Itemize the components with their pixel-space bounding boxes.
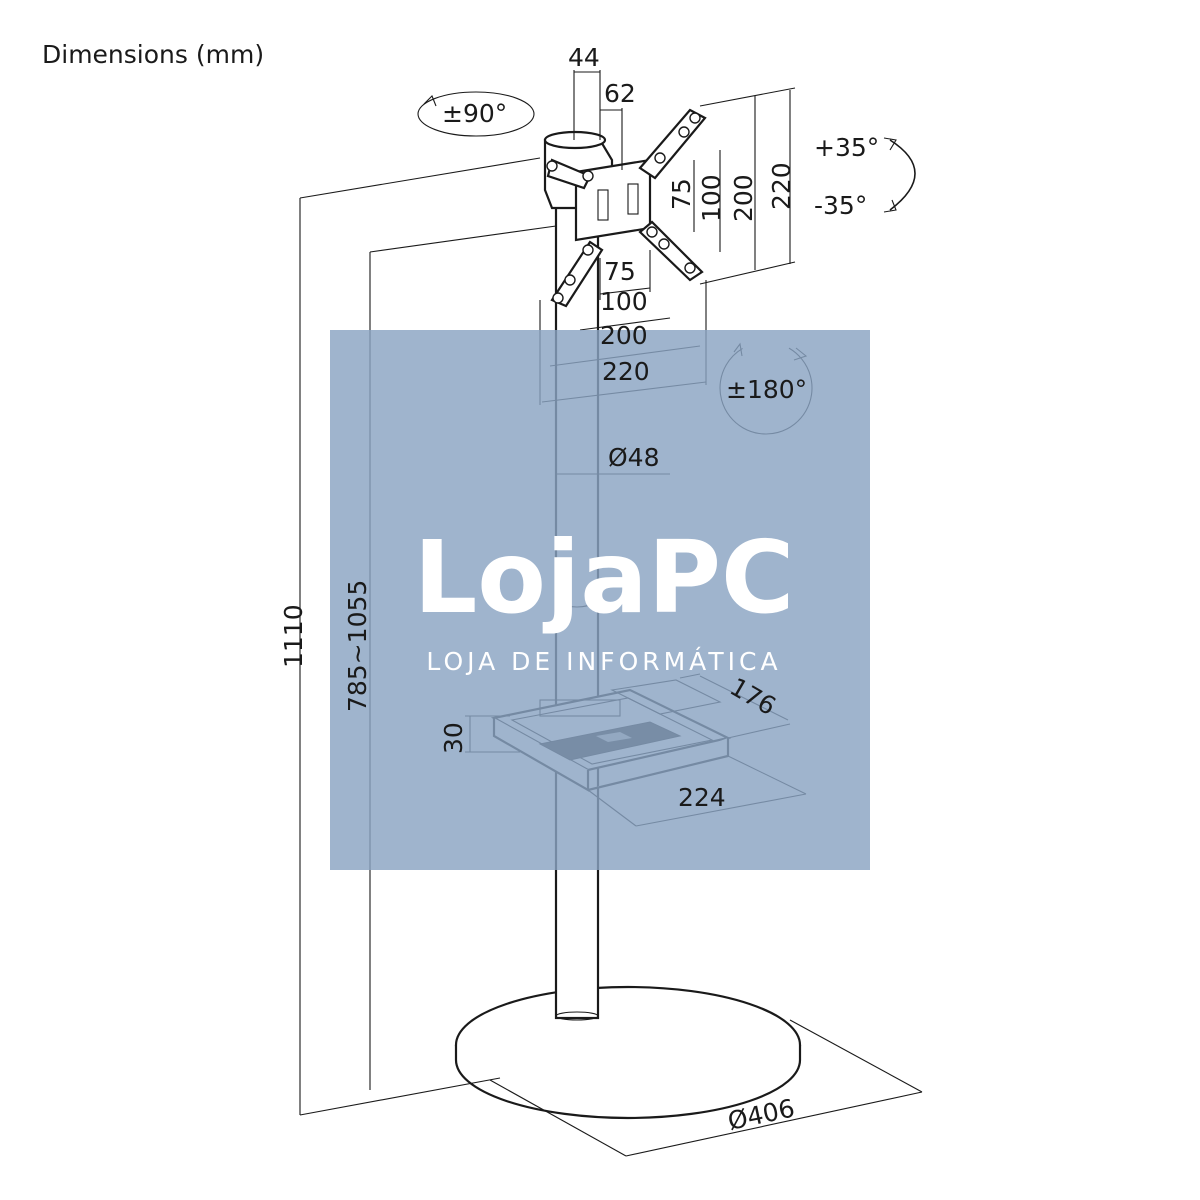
label-vesa-v-75: 75	[667, 178, 696, 210]
label-pole-diameter: Ø48	[608, 443, 660, 472]
diagram-title: Dimensions (mm)	[42, 40, 265, 69]
label-clamp-offset: 62	[604, 79, 636, 108]
vesa-mount-head	[543, 108, 707, 308]
label-vesa-h-200: 200	[600, 321, 648, 350]
label-swivel: ±90°	[442, 99, 507, 128]
label-total-height: 1110	[279, 604, 308, 668]
label-adjustable-height: 785~1055	[343, 580, 372, 712]
tilt-arrow-icon	[883, 137, 916, 213]
label-vesa-h-100: 100	[600, 287, 648, 316]
label-clamp-depth: 44	[568, 43, 600, 72]
label-tilt-up: +35°	[814, 133, 879, 162]
label-tilt-down: -35°	[814, 191, 867, 220]
label-rotation: ±180°	[726, 375, 807, 404]
watermark	[330, 330, 870, 870]
label-tray-height: 30	[439, 722, 468, 754]
swivel-arrow-icon	[417, 91, 535, 137]
label-vesa-v-220: 220	[767, 162, 796, 210]
label-vesa-v-200: 200	[729, 174, 758, 222]
watermark-tagline: LOJA DE INFORMÁTICA	[426, 647, 781, 676]
label-tray-width: 224	[678, 783, 726, 812]
base-plate	[454, 985, 802, 1120]
label-vesa-h-75: 75	[604, 257, 636, 286]
label-vesa-h-220: 220	[602, 357, 650, 386]
watermark-brand: LojaPC	[414, 519, 795, 636]
label-vesa-v-100: 100	[697, 174, 726, 222]
